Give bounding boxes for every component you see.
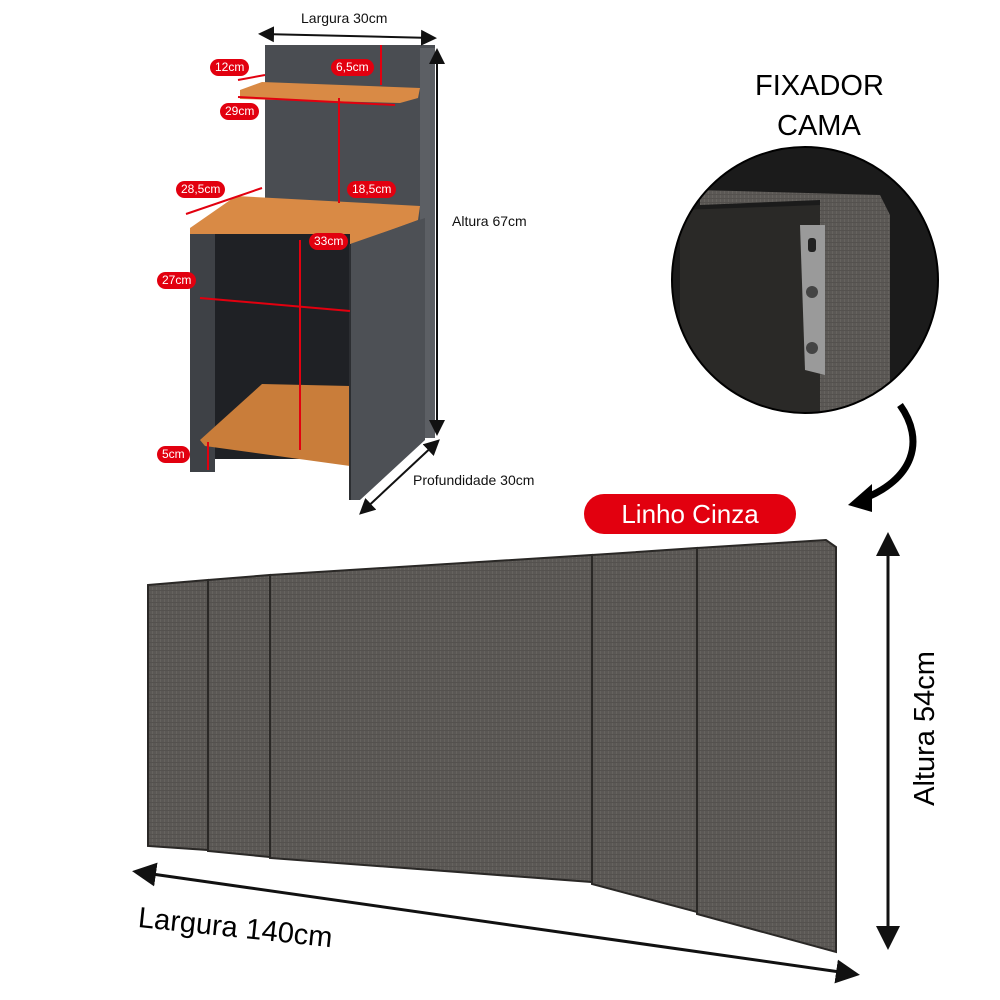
curved-arrow-head bbox=[848, 484, 872, 512]
curved-arrow bbox=[858, 402, 917, 504]
nightstand-illustration bbox=[185, 26, 445, 515]
color-badge: Linho Cinza bbox=[584, 494, 796, 534]
fixador-detail-image bbox=[672, 147, 938, 413]
measure-badge: 5cm bbox=[157, 446, 190, 463]
nightstand-depth-label: Profundidade 30cm bbox=[413, 472, 535, 488]
headboard-height-label: Altura 54cm bbox=[908, 651, 941, 806]
headboard-illustration bbox=[147, 538, 837, 954]
fixador-title-line2: CAMA bbox=[777, 110, 861, 142]
measure-badge: 18,5cm bbox=[347, 181, 397, 198]
measure-badge: 29cm bbox=[220, 103, 260, 120]
nightstand-height-label: Altura 67cm bbox=[452, 213, 527, 229]
fixador-title-line1: FIXADOR bbox=[755, 70, 884, 102]
fixador-circle-outline bbox=[671, 146, 939, 414]
measure-badge: 27cm bbox=[157, 272, 197, 289]
measure-badge: 6,5cm bbox=[331, 59, 374, 76]
measure-badge: 33cm bbox=[309, 233, 349, 250]
nightstand-width-label: Largura 30cm bbox=[301, 10, 388, 26]
measure-badge: 28,5cm bbox=[176, 181, 226, 198]
measure-badge: 12cm bbox=[210, 59, 250, 76]
